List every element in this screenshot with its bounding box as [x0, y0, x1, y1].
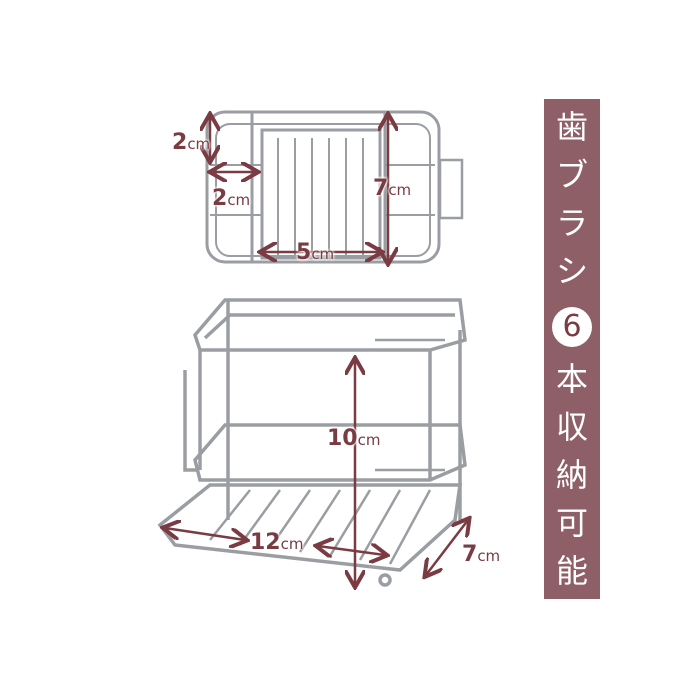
- dim-value: 10: [327, 426, 358, 451]
- dim-value: 2: [172, 130, 188, 155]
- count-badge: 6: [552, 307, 592, 347]
- side-dimension-arrows: [165, 360, 468, 585]
- banner-char: 可: [555, 504, 588, 542]
- dim-value: 7: [462, 542, 478, 567]
- dim-value: 5: [296, 240, 312, 265]
- banner-char: シ: [555, 252, 588, 290]
- banner-char: ラ: [555, 204, 588, 242]
- banner-char: 納: [555, 456, 588, 494]
- capacity-banner: 歯 ブ ラ シ 6 本 収 納 可 能: [544, 99, 600, 599]
- dim-label-slot-width: 2cm: [212, 186, 250, 211]
- dim-value: 2: [212, 186, 228, 211]
- banner-char: 歯: [555, 108, 588, 146]
- dim-label-top-height: 7cm: [373, 176, 411, 201]
- dim-unit: cm: [311, 245, 335, 263]
- rack-side-view: [157, 298, 467, 587]
- banner-char: 収: [555, 408, 588, 446]
- dim-unit: cm: [388, 181, 412, 199]
- dim-value: 7: [373, 176, 389, 201]
- dim-unit: cm: [227, 191, 251, 209]
- banner-char: 本: [555, 360, 588, 398]
- dim-label-width: 12cm: [250, 530, 303, 555]
- dim-label-height: 10cm: [327, 426, 380, 451]
- banner-char: ブ: [555, 156, 588, 194]
- dim-unit: cm: [477, 547, 501, 565]
- banner-char: 能: [555, 552, 588, 590]
- dim-unit: cm: [357, 431, 381, 449]
- dim-unit: cm: [280, 535, 304, 553]
- dim-label-depth-top: 2cm: [172, 130, 210, 155]
- top-dimension-arrows: [210, 116, 388, 262]
- dim-label-center-width: 5cm: [296, 240, 334, 265]
- dim-label-depth: 7cm: [462, 542, 500, 567]
- dim-unit: cm: [187, 135, 211, 153]
- dim-value: 12: [250, 530, 281, 555]
